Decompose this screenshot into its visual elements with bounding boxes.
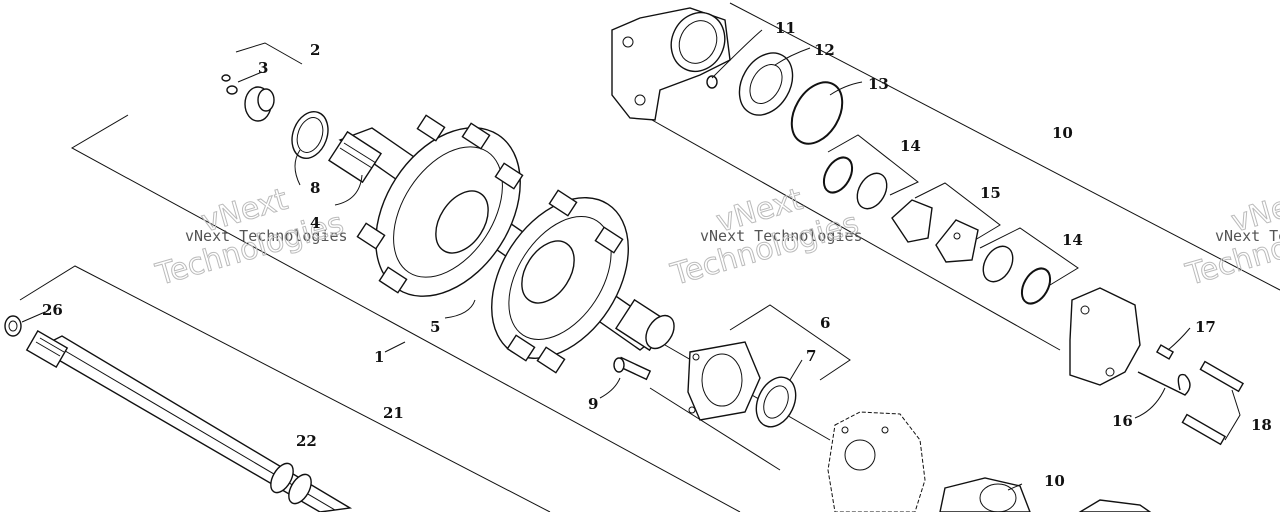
callout-3: 3 (258, 59, 268, 77)
grease-fitting (221, 74, 238, 95)
brake-pad-1 (891, 199, 933, 243)
spacer-bushing-1 (856, 172, 888, 210)
housing-pin (706, 75, 718, 89)
callout-5: 5 (430, 318, 440, 336)
retaining-clip (1137, 371, 1191, 396)
callout-9: 9 (588, 395, 598, 413)
callout-1: 1 (374, 348, 384, 366)
callout-21: 21 (383, 404, 404, 422)
callout-10-top: 10 (1052, 124, 1073, 142)
chaincase-gasket (827, 411, 926, 513)
callout-6: 6 (820, 314, 830, 332)
bearing-housing-bottom (939, 477, 1032, 513)
flange-bolt (613, 356, 652, 381)
callout-leaders (21, 29, 1191, 491)
bearing-sleeve (244, 86, 275, 122)
watermark-text-center: vNext Technologies (700, 227, 863, 245)
caliper-bolt-1 (1199, 360, 1245, 393)
wheel-bearing (738, 52, 794, 116)
callout-26: 26 (42, 301, 63, 319)
shaft-end-plug (4, 315, 22, 337)
spacer-bushing-2 (982, 245, 1014, 283)
callout-11: 11 (775, 19, 796, 37)
callout-17: 17 (1195, 318, 1216, 336)
lower-right-part (1077, 499, 1153, 513)
seal-ring (291, 111, 329, 159)
spacer-ring-2 (1020, 267, 1052, 305)
callout-14-top: 14 (900, 137, 921, 155)
callout-10-bottom: 10 (1044, 472, 1065, 490)
callout-2: 2 (310, 41, 320, 59)
watermark: vNext Technologies vNext Technologies vN… (151, 181, 1280, 293)
callout-22: 22 (296, 432, 317, 450)
drive-axle-assembly (327, 114, 675, 374)
brake-pad-2 (935, 219, 979, 263)
callout-15: 15 (980, 184, 1001, 202)
spacer-ring-1 (822, 156, 854, 194)
callout-labels: 1 2 3 4 5 6 7 8 9 10 10 11 12 13 14 14 1… (42, 19, 1272, 490)
callout-7: 7 (806, 347, 816, 365)
callout-18: 18 (1251, 416, 1272, 434)
brake-caliper (1069, 287, 1141, 386)
caliper-bolt-2 (1181, 413, 1227, 446)
oil-seal (755, 376, 797, 428)
watermark-text-left: vNext Technologies (185, 227, 348, 245)
watermark-text-right: vNext Technologies (1215, 227, 1280, 245)
drive-shaft (25, 330, 353, 513)
callout-14-bottom: 14 (1062, 231, 1083, 249)
callout-8: 8 (310, 179, 320, 197)
callout-12: 12 (814, 41, 835, 59)
callout-4: 4 (310, 214, 320, 232)
callout-16: 16 (1112, 412, 1133, 430)
bearing-flange-plate (687, 341, 761, 421)
bearing-housing-top (611, 7, 731, 121)
retaining-ring (790, 81, 844, 145)
caliper-bleeder (1155, 344, 1175, 360)
callout-13: 13 (868, 75, 889, 93)
